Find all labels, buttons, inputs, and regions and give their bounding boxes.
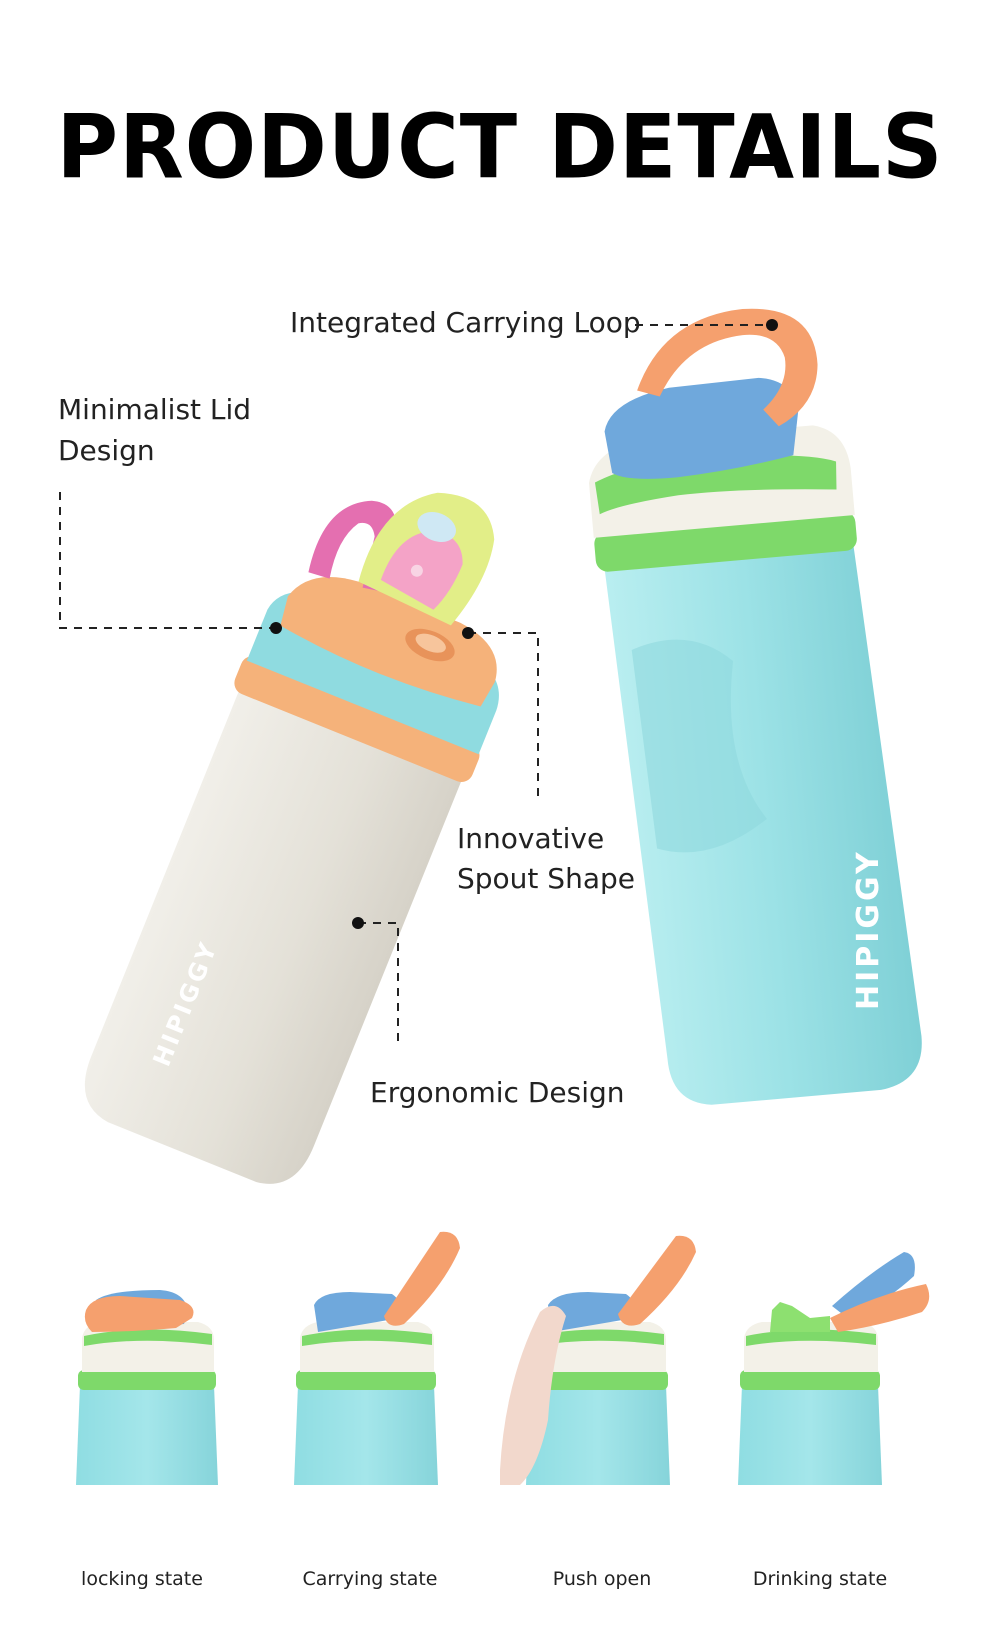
teal-bottle (588, 308, 922, 1105)
caption-locking-state: locking state (81, 1568, 203, 1590)
callout-carrying-loop: Integrated Carrying Loop (290, 306, 641, 339)
callout-ergonomic: Ergonomic Design (370, 1076, 625, 1109)
callout-spout-line2: Spout Shape (457, 862, 635, 895)
state-image-push-open (500, 1235, 696, 1485)
caption-drinking-state: Drinking state (752, 1568, 888, 1590)
callout-lines (59, 324, 770, 1048)
state-image-carrying (294, 1231, 460, 1485)
state-image-drinking (738, 1252, 930, 1485)
state-image-locking (76, 1290, 218, 1485)
callout-lid-line2: Design (58, 434, 155, 467)
caption-push-open: Push open (552, 1568, 652, 1590)
teal-bottle-logo: HIPIGGY (851, 849, 886, 1010)
cream-bottle (84, 492, 499, 1184)
callout-spout-line1: Innovative (457, 822, 605, 855)
callout-lid-line1: Minimalist Lid (58, 393, 252, 426)
callout-dots (270, 319, 778, 929)
caption-carrying-state: Carrying state (302, 1568, 438, 1590)
page-title: PRODUCT DETAILS (56, 95, 944, 199)
